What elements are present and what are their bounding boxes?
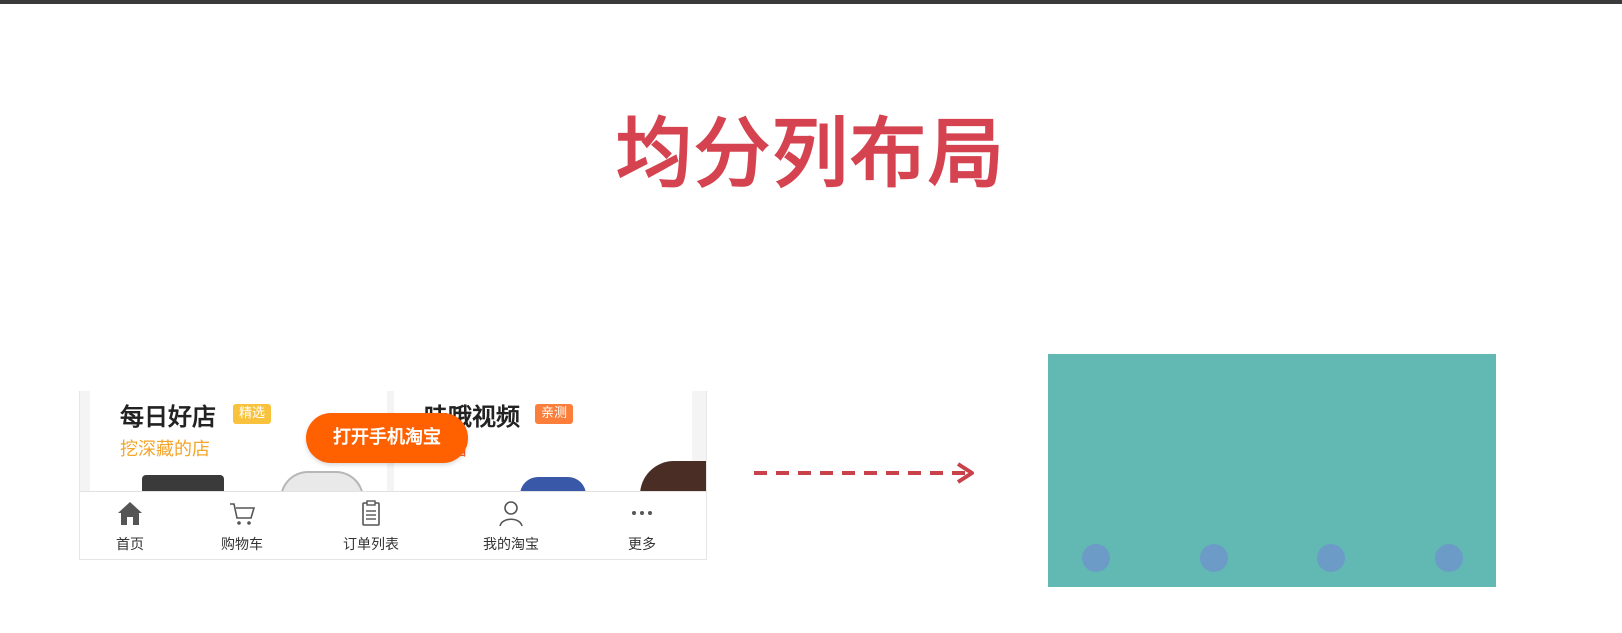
dashed-arrow-icon: [754, 462, 974, 484]
column-dot: [1317, 544, 1345, 572]
tab-more[interactable]: 更多: [592, 492, 692, 559]
more-icon: [632, 511, 652, 515]
clipboard-icon: [362, 500, 380, 526]
panel-subtitle: 挖深藏的店: [120, 439, 210, 460]
cart-icon: [230, 503, 256, 525]
slide-title: 均分列布局: [616, 109, 1006, 198]
open-taobao-button[interactable]: 打开手机淘宝: [306, 413, 468, 463]
home-icon: [118, 502, 142, 525]
column-dot: [1200, 544, 1228, 572]
top-border: [0, 0, 1622, 4]
tab-label: 购物车: [221, 537, 263, 553]
panel-badge: 精选: [233, 404, 272, 424]
panel-title: 每日好店: [120, 403, 216, 431]
tab-label: 订单列表: [343, 537, 399, 553]
phone-screenshot: 每日好店 精选 挖深藏的店 哇哦视频 亲测 爱看 打开手机淘宝 首页 购物车: [79, 391, 707, 560]
bottom-tab-bar: 首页 购物车 订单列表 我的淘宝: [80, 491, 706, 559]
tab-label: 更多: [628, 537, 656, 553]
product-image-grill: [142, 475, 224, 495]
column-dot: [1435, 544, 1463, 572]
tab-my-taobao[interactable]: 我的淘宝: [461, 492, 561, 559]
product-image-shirt: [520, 477, 586, 495]
panel-badge: 亲测: [535, 404, 574, 424]
tab-home[interactable]: 首页: [80, 492, 180, 559]
column-dot: [1082, 544, 1110, 572]
tab-orders[interactable]: 订单列表: [321, 492, 421, 559]
user-icon: [499, 501, 523, 527]
tab-label: 我的淘宝: [483, 537, 539, 553]
layout-diagram-box: [1048, 354, 1496, 587]
tab-label: 首页: [116, 537, 144, 553]
tab-cart[interactable]: 购物车: [192, 492, 292, 559]
